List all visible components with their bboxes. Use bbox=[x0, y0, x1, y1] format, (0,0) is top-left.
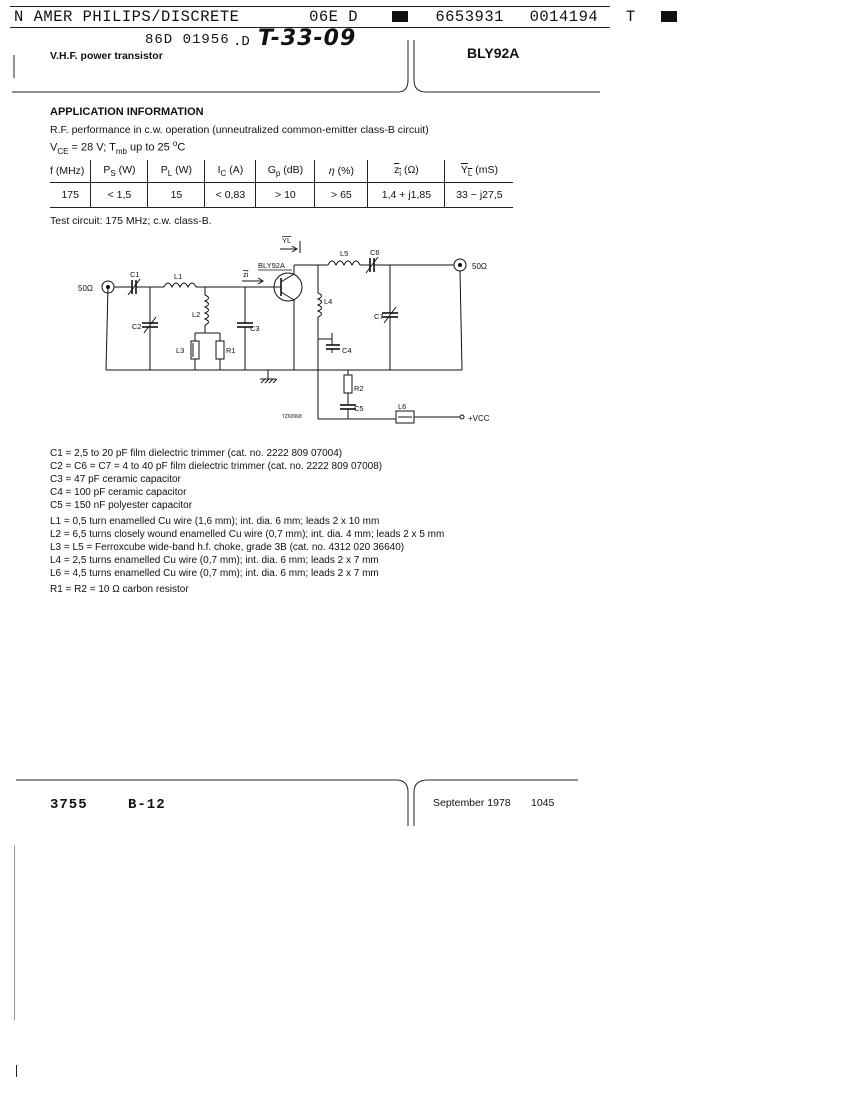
test-circuit-caption: Test circuit: 175 MHz; c.w. class-B. bbox=[50, 215, 212, 227]
label-c2: C2 bbox=[132, 322, 142, 331]
label-zi: zi bbox=[243, 270, 249, 279]
cell-eta: > 65 bbox=[314, 182, 368, 208]
operating-conditions: VCE = 28 V; Tmb up to 25 oC bbox=[50, 139, 186, 156]
test-circuit-diagram: 50Ω C1 L1 C2 L2 L3 R1 C3 zi BLY92A bbox=[78, 236, 490, 424]
footer-frame bbox=[16, 779, 578, 826]
banner-block-mark bbox=[391, 11, 408, 23]
list-item: C3 = 47 pF ceramic capacitor bbox=[50, 474, 181, 485]
col-gp: Gp (dB) bbox=[255, 160, 315, 183]
label-c5: C5 bbox=[354, 404, 364, 413]
banner-block-mark-2 bbox=[661, 11, 678, 23]
label-c7: C7 bbox=[374, 312, 384, 321]
list-item: R1 = R2 = 10 Ω carbon resistor bbox=[50, 584, 189, 595]
cell-gp: > 10 bbox=[255, 182, 315, 208]
output-impedance-label: 50Ω bbox=[472, 262, 487, 271]
label-r1: R1 bbox=[226, 346, 236, 355]
col-pl: PL (W) bbox=[147, 160, 205, 183]
col-yl: YL (mS) bbox=[444, 160, 514, 183]
banner-rule bbox=[10, 27, 610, 28]
input-impedance-label: 50Ω bbox=[78, 284, 93, 293]
banner-number-2: 0014194 bbox=[529, 8, 599, 26]
top-rule bbox=[10, 6, 610, 7]
col-eta: η (%) bbox=[314, 160, 368, 183]
list-item: L6 = 4,5 turns enamelled Cu wire (0,7 mm… bbox=[50, 568, 379, 579]
section-heading: APPLICATION INFORMATION bbox=[50, 106, 204, 118]
list-item: L2 = 6,5 turns closely wound enamelled C… bbox=[50, 529, 445, 540]
cell-yl: 33 − j27,5 bbox=[444, 182, 514, 208]
cell-ps: < 1,5 bbox=[90, 182, 148, 208]
list-item: L3 = L5 = Ferroxcube wide-band h.f. chok… bbox=[50, 542, 405, 553]
margin-mark bbox=[16, 1065, 17, 1077]
label-c4: C4 bbox=[342, 346, 352, 355]
col-ps: PS (W) bbox=[90, 160, 148, 183]
document-banner: N AMER PHILIPS/DISCRETE 06E D 6653931 00… bbox=[14, 8, 678, 26]
list-item: L4 = 2,5 turns enamelled Cu wire (0,7 mm… bbox=[50, 555, 379, 566]
cell-pl: 15 bbox=[147, 182, 205, 208]
label-c1: C1 bbox=[130, 270, 140, 279]
list-item: C4 = 100 pF ceramic capacitor bbox=[50, 487, 187, 498]
table-header-row: f (MHz) PS (W) PL (W) IC (A) Gp (dB) η (… bbox=[50, 160, 514, 183]
stamp-prefix: .D bbox=[233, 34, 250, 50]
banner-code: 06E D bbox=[309, 8, 359, 26]
footer-number: 3755 bbox=[50, 797, 88, 813]
label-l4: L4 bbox=[324, 297, 332, 306]
list-item: C1 = 2,5 to 20 pF film dielectric trimme… bbox=[50, 448, 343, 459]
label-l5: L5 bbox=[340, 249, 348, 258]
banner-number-1: 6653931 bbox=[435, 8, 504, 26]
col-frequency: f (MHz) bbox=[50, 160, 91, 183]
footer-page-code: B-12 bbox=[128, 797, 166, 813]
banner-letter: T bbox=[625, 8, 636, 26]
list-item: C2 = C6 = C7 = 4 to 40 pF film dielectri… bbox=[50, 461, 383, 472]
document-code: 86D 01956 bbox=[145, 32, 230, 48]
footer-page-number: 1045 bbox=[531, 797, 555, 809]
list-item: C5 = 150 nF polyester capacitor bbox=[50, 500, 193, 511]
cell-frequency: 175 bbox=[61, 189, 79, 201]
label-vcc: +VCC bbox=[468, 414, 490, 423]
header-frame bbox=[12, 40, 600, 93]
handwritten-stamp: T-33-09 bbox=[258, 26, 357, 51]
label-l3: L3 bbox=[176, 346, 184, 355]
label-yl: YL bbox=[282, 236, 291, 245]
col-zi: zi (Ω) bbox=[367, 160, 445, 183]
banner-manufacturer: N AMER PHILIPS/DISCRETE bbox=[14, 8, 240, 26]
label-l6: L6 bbox=[398, 402, 406, 411]
rf-performance-text: R.F. performance in c.w. operation (unne… bbox=[50, 124, 429, 136]
transistor-label: BLY92A bbox=[258, 261, 285, 270]
label-c3: C3 bbox=[250, 324, 260, 333]
cell-zi: 1,4 + j1,85 bbox=[367, 182, 445, 208]
label-l1: L1 bbox=[174, 272, 182, 281]
label-r2: R2 bbox=[354, 384, 364, 393]
margin-line bbox=[14, 845, 15, 1020]
cell-ic: < 0,83 bbox=[204, 182, 256, 208]
page-subtitle: V.H.F. power transistor bbox=[50, 50, 163, 62]
col-ic: IC (A) bbox=[204, 160, 256, 183]
component-list: C1 = 2,5 to 20 pF film dielectric trimme… bbox=[50, 447, 444, 596]
drawing-number: 7Z60968 bbox=[282, 414, 302, 420]
list-item: L1 = 0,5 turn enamelled Cu wire (1,6 mm)… bbox=[50, 516, 380, 527]
label-c6: C6 bbox=[370, 248, 380, 257]
label-l2: L2 bbox=[192, 310, 200, 319]
footer-date: September 1978 bbox=[433, 797, 511, 809]
table-row: 175 < 1,5 15 < 0,83 > 10 > 65 1,4 + j1,8… bbox=[50, 182, 514, 208]
performance-table: f (MHz) PS (W) PL (W) IC (A) Gp (dB) η (… bbox=[50, 160, 514, 208]
part-number: BLY92A bbox=[467, 45, 520, 61]
